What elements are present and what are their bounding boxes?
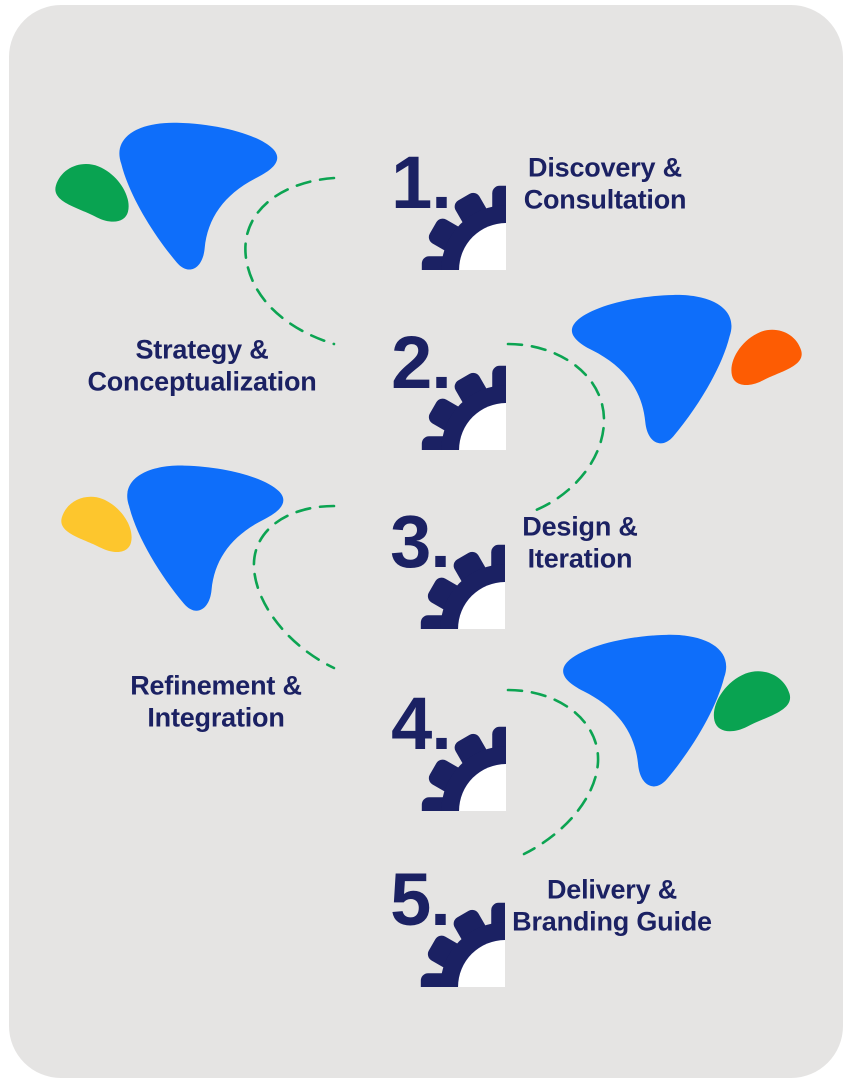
step-label-4-line2: Integration bbox=[147, 703, 285, 733]
gear-step-4: 4. bbox=[336, 641, 506, 811]
step-label-1-line1: Discovery & bbox=[528, 152, 682, 183]
teardrop-icon bbox=[723, 324, 812, 395]
decor-group1-swoosh bbox=[106, 116, 288, 278]
connector-step1-step2 bbox=[244, 176, 336, 346]
step-label-5-line2: Branding Guide bbox=[512, 907, 712, 937]
connector-step3-step4 bbox=[252, 504, 336, 670]
step-label-5-line1: Delivery & bbox=[546, 874, 678, 905]
gear-step-2: 2. bbox=[336, 280, 506, 450]
gear-step-3: 3. bbox=[335, 459, 505, 629]
decor-group4-drop bbox=[706, 665, 800, 742]
step-number-1: 1. bbox=[391, 140, 452, 224]
step-label-1: Discovery & Consultation bbox=[524, 152, 687, 217]
decor-group2-swoosh bbox=[561, 288, 745, 452]
step-label-3: Design & Iteration bbox=[522, 511, 638, 576]
swoosh-icon bbox=[114, 458, 294, 620]
step-number-5: 5. bbox=[390, 857, 451, 941]
swoosh-icon bbox=[561, 288, 745, 452]
step-label-1-line2: Consultation bbox=[523, 185, 687, 215]
gear-step-1: 1. bbox=[336, 100, 506, 270]
step-label-2-line2: Conceptualization bbox=[87, 367, 317, 397]
step-number-3: 3. bbox=[390, 499, 451, 583]
step-label-4: Refinement & Integration bbox=[130, 670, 302, 735]
step-number-4: 4. bbox=[391, 681, 452, 765]
step-label-2-line1: Strategy & bbox=[135, 334, 269, 365]
teardrop-icon bbox=[706, 665, 800, 742]
swoosh-icon bbox=[106, 116, 288, 278]
connector-step4-step5 bbox=[506, 688, 600, 856]
connector-step2-step3 bbox=[506, 342, 606, 512]
step-number-2: 2. bbox=[391, 320, 452, 404]
step-label-3-line1: Design & bbox=[522, 511, 638, 542]
step-label-4-line1: Refinement & bbox=[130, 670, 302, 701]
step-label-2: Strategy & Conceptualization bbox=[87, 334, 316, 399]
decor-group2-drop bbox=[723, 324, 812, 395]
step-label-3-line2: Iteration bbox=[527, 544, 633, 574]
step-label-5: Delivery & Branding Guide bbox=[512, 874, 712, 939]
decor-group3-swoosh bbox=[114, 458, 294, 620]
gear-step-5: 5. bbox=[335, 817, 505, 987]
